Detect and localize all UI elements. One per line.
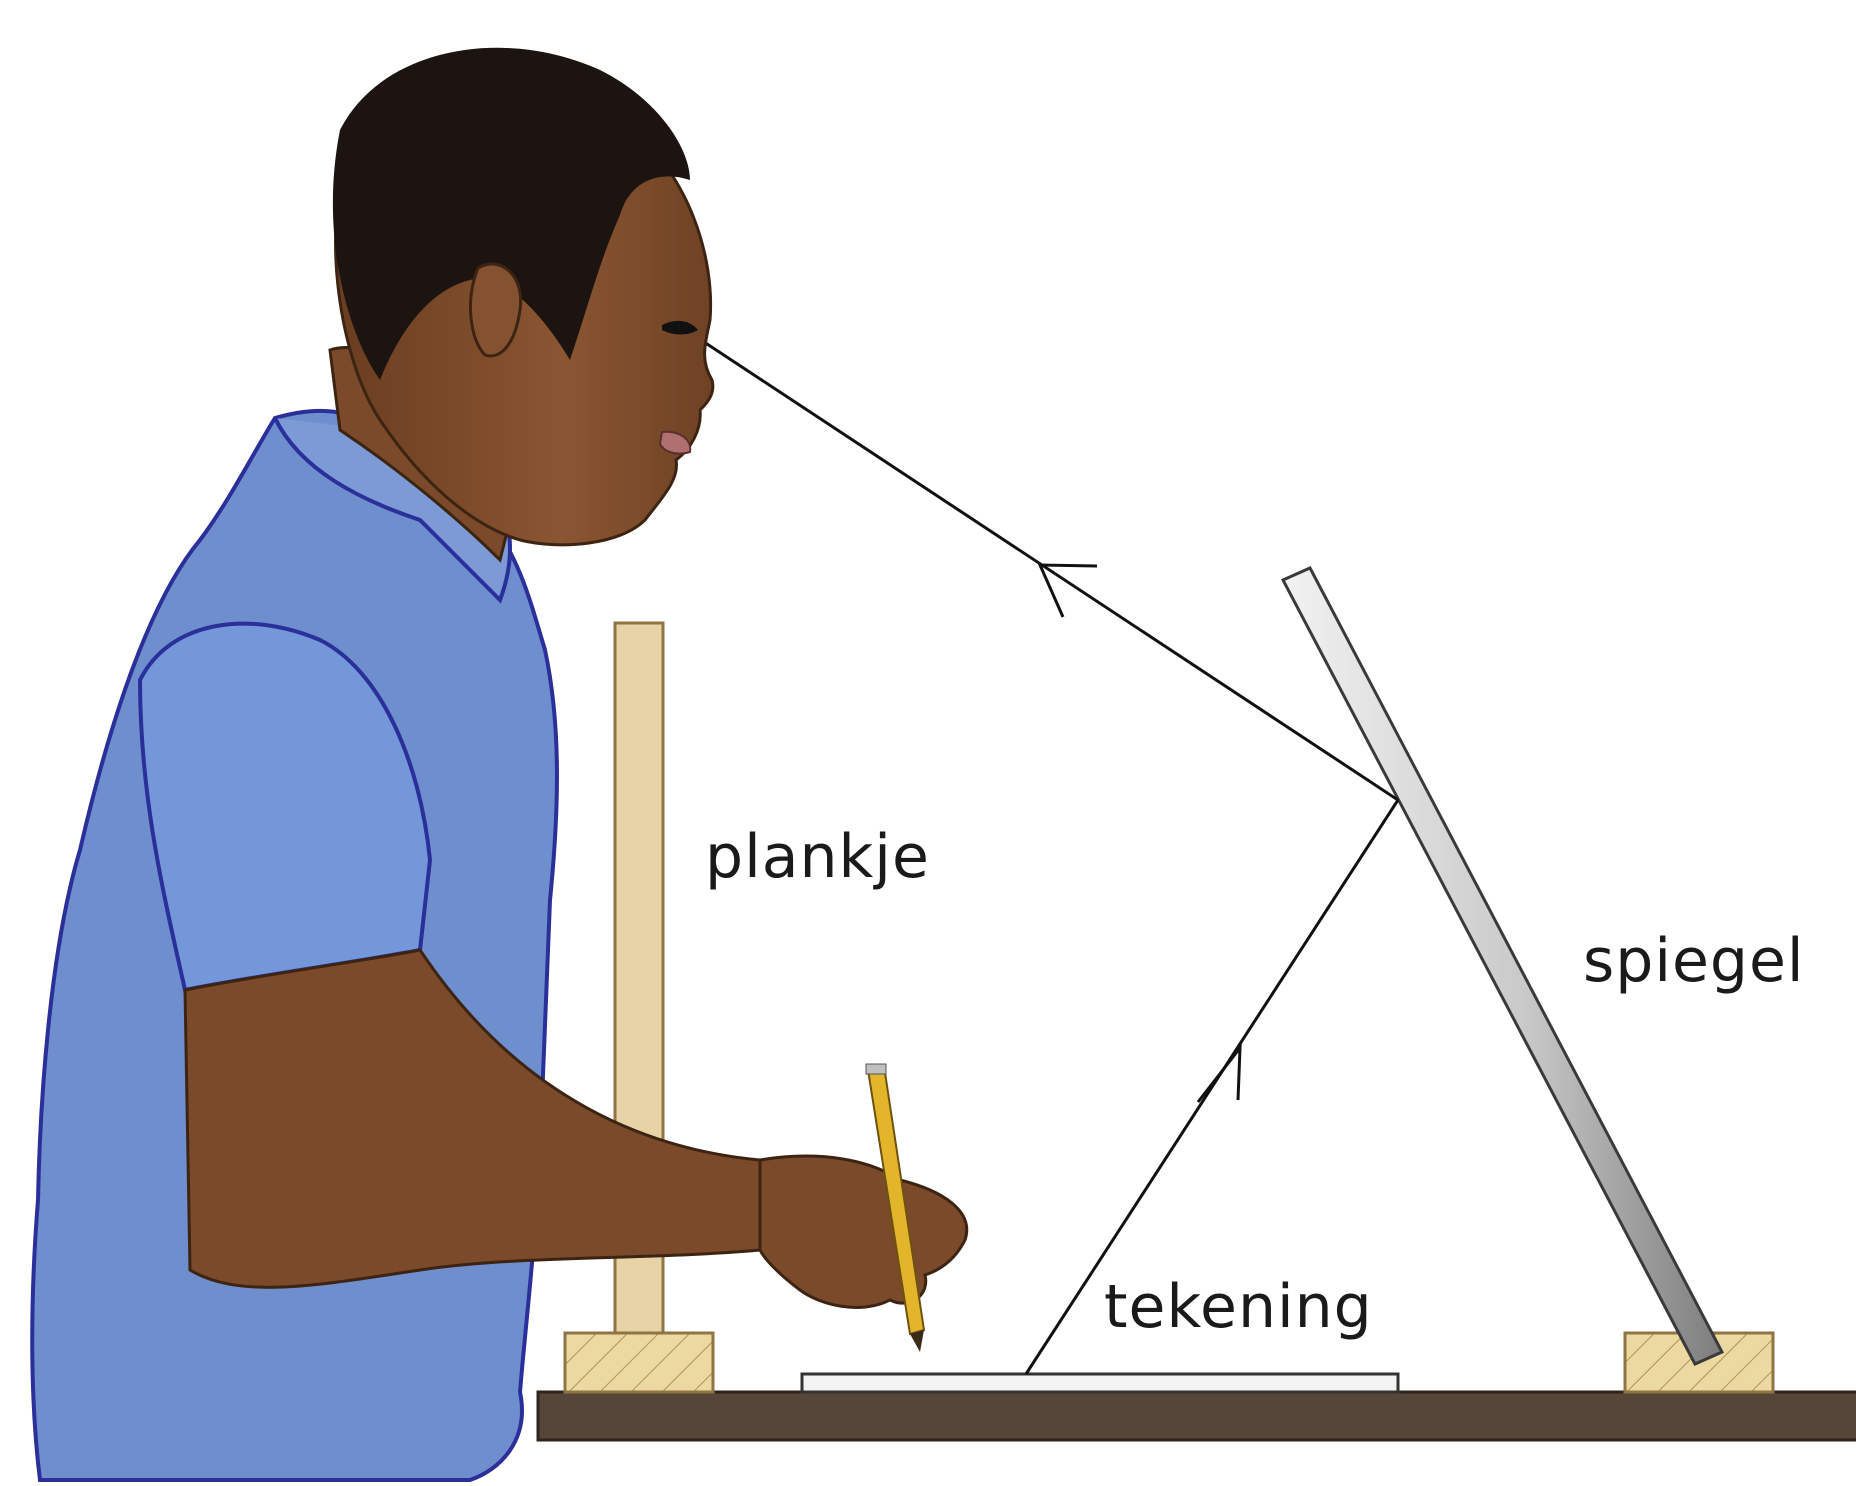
board-block — [565, 1333, 713, 1392]
label-tekening: tekening — [1104, 1272, 1373, 1342]
ray-reflected — [698, 338, 1398, 800]
arrow-back-icon — [1040, 565, 1097, 617]
label-spiegel: spiegel — [1583, 926, 1805, 996]
person — [32, 48, 966, 1480]
table-top — [538, 1392, 1856, 1440]
hand — [760, 1156, 967, 1307]
arrow-up-icon — [1198, 1048, 1240, 1102]
drawing-sheet — [802, 1374, 1398, 1392]
label-plankje: plankje — [705, 822, 930, 892]
